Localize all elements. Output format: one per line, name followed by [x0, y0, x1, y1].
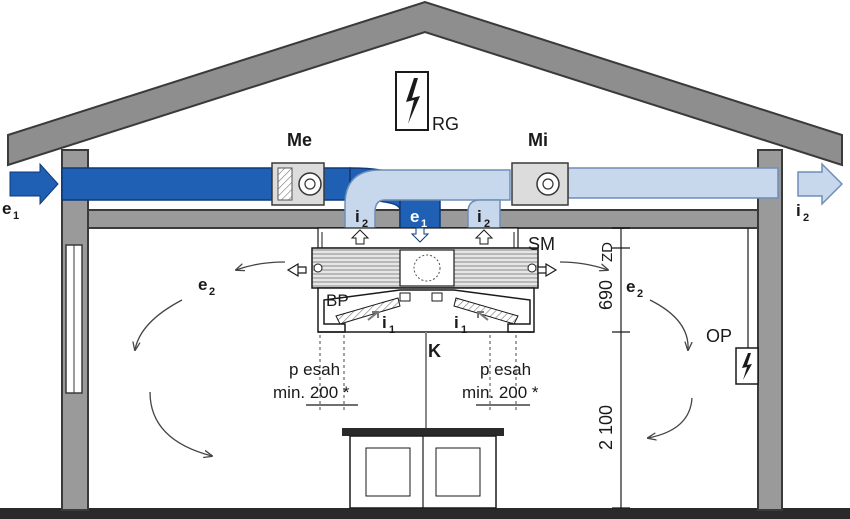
label-k: K	[428, 341, 441, 361]
label-e1-outside: e 1	[2, 199, 19, 222]
power-outlet-op	[735, 228, 759, 385]
dimension-690: 690	[596, 280, 616, 310]
airflow-arrows	[135, 261, 692, 456]
label-i1-left: i 1	[382, 313, 395, 336]
lightning-bolt-icon	[406, 78, 420, 124]
svg-text:2: 2	[209, 286, 215, 298]
fan-icon	[536, 172, 560, 196]
indoor-air-duct	[344, 167, 779, 249]
roof	[7, 0, 843, 167]
svg-text:e: e	[2, 199, 11, 218]
label-me: Me	[287, 130, 312, 150]
lightning-bolt-icon	[742, 353, 752, 380]
svg-text:i: i	[382, 313, 387, 332]
label-e2-left: e 2	[198, 275, 215, 298]
label-sm: SM	[528, 234, 555, 254]
fan-icon	[298, 172, 322, 196]
exhaust-air-outlet-arrow	[797, 162, 844, 206]
label-mi: Mi	[528, 130, 548, 150]
supply-right-arrow	[537, 262, 558, 278]
label-i2-right-duct: i 2	[477, 207, 490, 230]
svg-text:e: e	[198, 275, 207, 294]
fan-unit-me	[271, 162, 325, 206]
overlap-right-line1: p esah	[480, 360, 531, 379]
svg-text:1: 1	[389, 324, 395, 336]
label-zd: ZD	[599, 242, 616, 262]
svg-text:1: 1	[461, 324, 467, 336]
svg-text:2: 2	[637, 288, 643, 300]
canopy-bp	[317, 287, 535, 333]
intake-arrow-right	[477, 311, 489, 321]
label-rg: RG	[432, 114, 459, 134]
overlap-left-line1: p esah	[289, 360, 340, 379]
svg-text:i: i	[796, 201, 801, 220]
outdoor-air-inlet-arrow	[9, 162, 59, 206]
right-wall	[757, 149, 783, 511]
overlap-left-line2: min. 200 *	[273, 383, 350, 402]
svg-text:1: 1	[13, 210, 19, 222]
label-e2-right: e 2	[626, 277, 643, 300]
label-i2-left-duct: i 2	[355, 207, 368, 230]
control-box-rg	[395, 71, 429, 131]
overlap-right-line2: min. 200 *	[462, 383, 539, 402]
height-dimensions	[612, 227, 630, 509]
ground	[0, 508, 850, 519]
label-op: OP	[706, 326, 732, 346]
svg-text:1: 1	[421, 218, 427, 230]
kitchen-appliance	[342, 428, 504, 509]
overlap-guides	[319, 335, 517, 410]
supply-left-arrow	[286, 262, 307, 278]
extract-arrow-right	[474, 229, 494, 245]
label-i1-right: i 1	[454, 313, 467, 336]
svg-text:i: i	[454, 313, 459, 332]
svg-text:e: e	[410, 207, 419, 226]
svg-text:i: i	[355, 207, 360, 226]
label-i2-outside: i 2	[796, 201, 809, 224]
svg-text:2: 2	[362, 218, 368, 230]
extract-arrow-left	[350, 229, 370, 245]
label-bp: BP	[326, 291, 349, 310]
filter-icon	[277, 167, 293, 201]
fan-unit-mi	[511, 162, 569, 206]
intake-arrow-left	[367, 311, 379, 321]
left-wall	[61, 149, 89, 511]
svg-text:2: 2	[803, 212, 809, 224]
svg-text:i: i	[477, 207, 482, 226]
svg-text:2: 2	[484, 218, 490, 230]
supply-arrow-down	[410, 227, 430, 243]
svg-text:e: e	[626, 277, 635, 296]
label-e1-duct: e 1	[410, 207, 427, 230]
dimension-2100: 2 100	[596, 405, 616, 450]
